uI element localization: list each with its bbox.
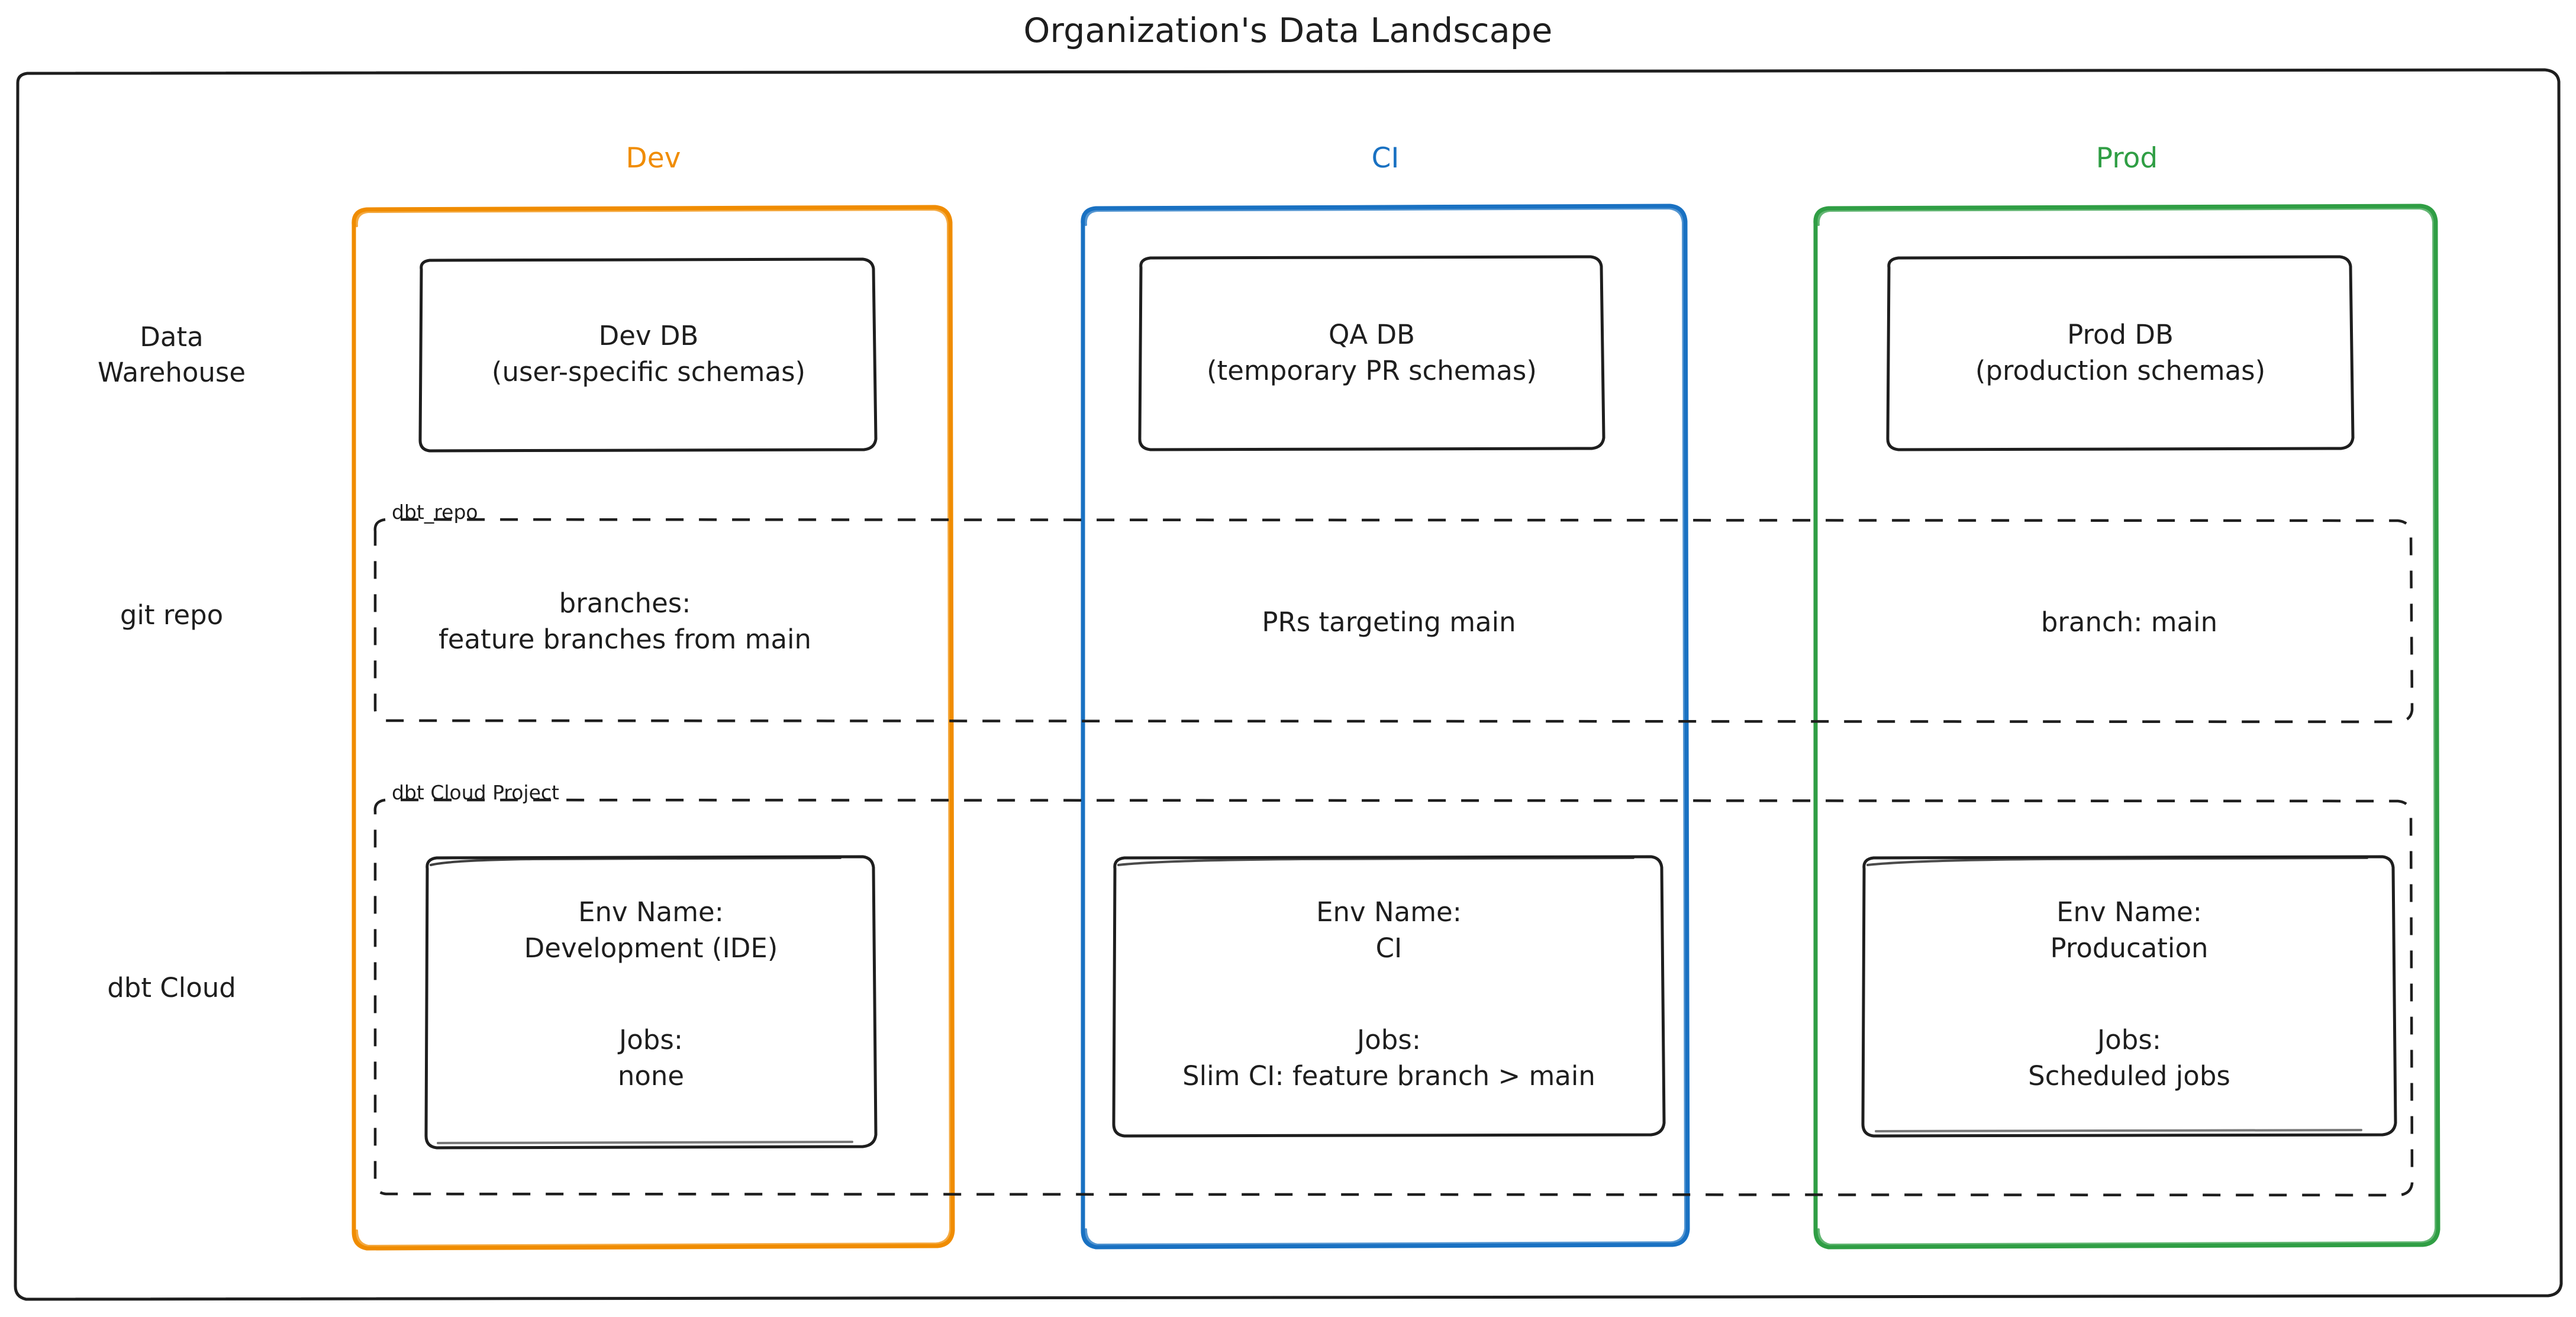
group-box-dbt-cloud-project: [373, 798, 2414, 1197]
outer-frame: [14, 68, 2563, 1301]
cell-dbt-cloud-env-ci: Env Name: CI: [1316, 896, 1462, 964]
cell-git-repo-prod: branch: main: [2040, 606, 2218, 638]
cell-git-repo-dev: branches: feature branches from main: [438, 588, 812, 655]
column-header-ci: CI: [1371, 142, 1400, 175]
column-header-dev: Dev: [626, 142, 681, 175]
cell-dbt-cloud-jobs-ci: Jobs: Slim CI: feature branch > main: [1182, 1024, 1595, 1092]
cell-dbt-cloud-env-prod: Env Name: Producation: [2050, 896, 2209, 964]
cell-git-repo-ci: PRs targeting main: [1262, 606, 1516, 638]
cell-dbt-cloud-jobs-dev: Jobs: none: [617, 1024, 685, 1092]
row-label-git-repo: git repo: [120, 599, 224, 631]
group-label-dbt-repo: dbt_repo: [392, 501, 478, 524]
row-label-dbt-cloud: dbt Cloud: [107, 972, 236, 1003]
group-label-dbt-cloud-project: dbt Cloud Project: [392, 781, 559, 804]
row-label-data-warehouse: Data Warehouse: [97, 321, 246, 388]
column-header-prod: Prod: [2095, 142, 2158, 175]
cell-dbt-cloud-env-dev: Env Name: Development (IDE): [524, 896, 778, 964]
cell-data-warehouse-dev: Dev DB (user-specific schemas): [491, 320, 806, 388]
page-title: Organization's Data Landscape: [1023, 11, 1553, 50]
cell-data-warehouse-ci: QA DB (temporary PR schemas): [1207, 319, 1537, 386]
cell-data-warehouse-prod: Prod DB (production schemas): [1975, 319, 2266, 386]
cell-dbt-cloud-jobs-prod: Jobs: Scheduled jobs: [2028, 1024, 2230, 1092]
